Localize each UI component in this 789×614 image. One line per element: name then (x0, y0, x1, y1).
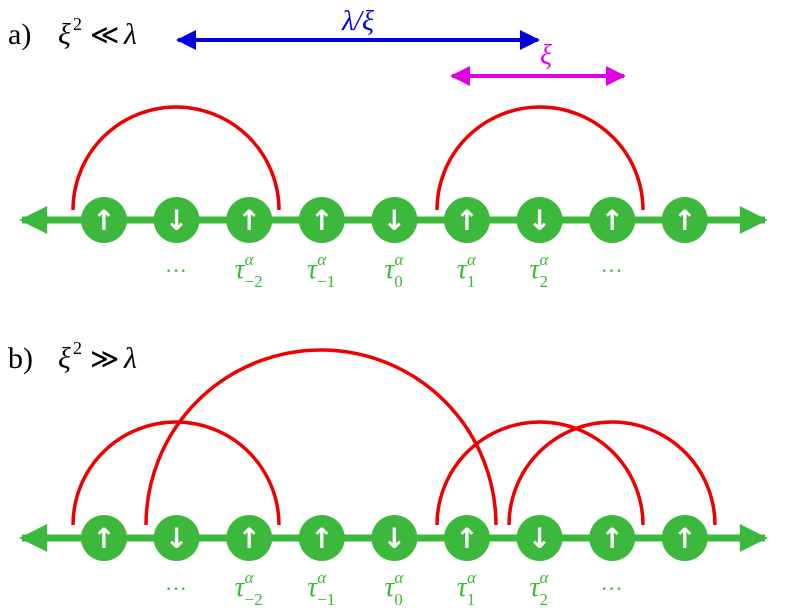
site-label: τα−2 (235, 568, 263, 609)
panel-a-condition-xi: ξ (58, 18, 71, 51)
spin-down-icon: ↓ (528, 204, 551, 237)
ellipsis-label: ··· (165, 576, 187, 601)
spin-up-icon: ↑ (310, 522, 333, 555)
correlation-arc (144, 348, 498, 526)
spin-site (516, 515, 563, 561)
spin-site (589, 515, 636, 561)
spin-site (81, 197, 127, 243)
spin-site (589, 197, 636, 243)
panel-a-condition-rel: ≪ (90, 20, 119, 51)
spin-site (226, 197, 273, 243)
site-label: τα−2 (235, 250, 263, 291)
panel-b-label: b) (8, 342, 33, 375)
panel-a-condition-exp: 2 (73, 14, 82, 34)
spin-sites-a: ↑ ↓ ↑ ↑ ↓ ↑ ↓ ↑ ↑ (81, 197, 708, 243)
correlation-arc (435, 420, 645, 526)
spin-site (371, 197, 418, 243)
spin-site (298, 197, 345, 243)
panel-b-condition-exp: 2 (73, 338, 82, 358)
site-label: τα−1 (307, 568, 335, 609)
ellipsis-label: ··· (165, 258, 187, 283)
spin-site (371, 515, 418, 561)
spin-site (444, 197, 490, 243)
length-label-lambda-over-xi: λ/ξ (341, 6, 374, 37)
spin-up-icon: ↑ (455, 522, 478, 555)
spin-site (661, 515, 708, 561)
spin-up-icon: ↑ (92, 204, 115, 237)
spin-down-icon: ↓ (383, 522, 406, 555)
spin-down-icon: ↓ (165, 522, 188, 555)
panel-b-condition-rel: ≫ (90, 344, 119, 375)
spin-site (153, 197, 200, 243)
spin-down-icon: ↓ (165, 204, 188, 237)
panel-b-condition-lambda: λ (123, 342, 137, 375)
spin-up-icon: ↑ (237, 204, 260, 237)
panel-a: a) ξ 2 ≪ λ λ/ξ ξ ↑ ↓ ↑ ↑ ↓ ↑ ↓ ↑ ↑ ··· τα−2 τα−1 τα… (8, 6, 768, 291)
spin-up-icon: ↑ (310, 204, 333, 237)
spin-site (81, 515, 127, 561)
spin-up-icon: ↑ (237, 522, 260, 555)
correlation-arc (71, 105, 281, 211)
spin-site (516, 197, 563, 243)
spin-site (153, 515, 200, 561)
spin-site (661, 197, 708, 243)
spin-site (444, 515, 490, 561)
ellipsis-label: ··· (601, 576, 623, 601)
spin-up-icon: ↑ (455, 204, 478, 237)
spin-down-icon: ↓ (528, 522, 551, 555)
spin-up-icon: ↑ (600, 522, 623, 555)
spin-up-icon: ↑ (673, 204, 696, 237)
spin-site (226, 515, 273, 561)
spin-down-icon: ↓ (383, 204, 406, 237)
spin-up-icon: ↑ (92, 522, 115, 555)
panel-a-condition-lambda: λ (123, 18, 137, 51)
spin-up-icon: ↑ (600, 204, 623, 237)
spin-up-icon: ↑ (673, 522, 696, 555)
spin-sites-b: ↑ ↓ ↑ ↑ ↓ ↑ ↓ ↑ ↑ (81, 515, 708, 561)
spin-site (298, 515, 345, 561)
correlation-arc (435, 105, 645, 211)
correlation-arc (71, 420, 281, 526)
panel-a-label: a) (8, 18, 31, 51)
correlation-arc (507, 420, 717, 526)
ellipsis-label: ··· (601, 258, 623, 283)
site-label: τα−1 (307, 250, 335, 291)
length-label-xi: ξ (540, 40, 552, 71)
panel-b-condition-xi: ξ (58, 342, 71, 375)
